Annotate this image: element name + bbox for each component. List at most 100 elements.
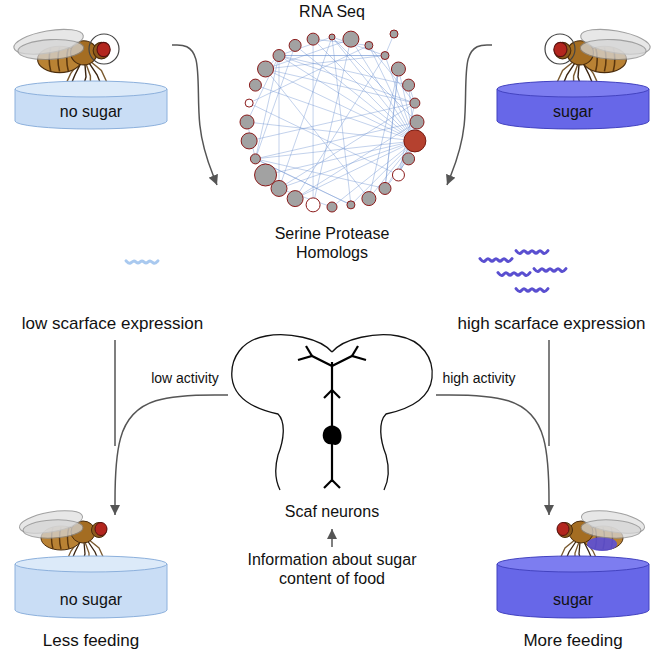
- network-link: [279, 55, 385, 56]
- brain-contour: [332, 335, 432, 490]
- network-gene: [403, 153, 415, 165]
- node-text: Scaf neurons: [285, 502, 379, 521]
- node-text: Serine Protease Homologs: [247, 224, 417, 262]
- network-gene: [249, 79, 261, 91]
- neuron-cluster: [323, 426, 342, 445]
- mrna-squiggle: [480, 259, 512, 262]
- fruit-fly: [12, 25, 110, 88]
- network-link: [266, 39, 351, 69]
- network-gene: [245, 99, 253, 107]
- expression-arrow: [114, 340, 116, 446]
- expression-arrow: [548, 340, 550, 446]
- network-link: [279, 37, 332, 188]
- dish-rim: [497, 81, 649, 97]
- annotation-label: Information about sugar content of food: [227, 550, 437, 588]
- network-gene: [347, 201, 355, 209]
- network-link: [279, 37, 332, 56]
- mrna-squiggle: [534, 269, 566, 272]
- network-gene: [306, 198, 320, 212]
- edge-label: low activity: [148, 370, 222, 387]
- network-gene: [250, 154, 260, 164]
- connector-arrow: [172, 45, 217, 185]
- fly-head: [554, 42, 571, 59]
- fly-head: [93, 42, 110, 59]
- network-link: [249, 103, 398, 175]
- annotation-label: high scarface expression: [439, 314, 664, 334]
- dish-node: sugarMore feeding: [492, 515, 654, 655]
- network-node: RNA SeqSerine Protease Homologs: [217, 0, 447, 262]
- neuron-branch: [331, 362, 333, 482]
- mrna-squiggle: [516, 289, 548, 292]
- network-link: [255, 122, 417, 159]
- network-gene: [365, 41, 373, 49]
- brain-outline: [228, 330, 436, 525]
- fly-eye: [557, 523, 569, 536]
- network-link: [351, 141, 415, 205]
- connector-arrow: [436, 395, 549, 515]
- network-gene: [392, 169, 404, 181]
- fly-eye: [554, 42, 567, 56]
- fruit-fly: [554, 25, 652, 88]
- network-link: [279, 141, 415, 189]
- network-gene: [381, 52, 389, 60]
- node-text: More feeding: [523, 631, 622, 651]
- node-text: Less feeding: [43, 631, 139, 651]
- neuron-branch: [324, 390, 332, 398]
- fly-wing: [581, 518, 642, 539]
- mrna-squiggle: [126, 261, 158, 264]
- neuron-branch: [352, 346, 358, 356]
- eye-highlight-circle: [545, 34, 575, 64]
- annotation-label: low scarface expression: [0, 314, 225, 334]
- neuron-branch: [306, 346, 312, 356]
- network-gene: [273, 50, 285, 62]
- network-link: [279, 56, 280, 189]
- connector-arrow: [447, 45, 492, 185]
- net-outline: [217, 0, 447, 262]
- network-link: [332, 37, 351, 205]
- node-text: sugar: [553, 102, 593, 121]
- node-text: no sugar: [60, 102, 122, 121]
- dish-rim: [15, 556, 167, 572]
- dish-node: sugar: [492, 0, 654, 132]
- network-gene: [240, 115, 254, 129]
- network-gene: [379, 182, 391, 194]
- network-link: [255, 56, 279, 159]
- fly-belly: [587, 537, 617, 551]
- dish-node: no sugarLess feeding: [10, 515, 172, 655]
- neuron-branch: [298, 356, 332, 366]
- neuron-branch: [332, 356, 366, 366]
- eye-highlight-circle: [89, 34, 119, 64]
- mrna-squiggle: [516, 251, 548, 254]
- neuron-branch: [324, 480, 332, 488]
- network-gene: [327, 202, 337, 212]
- network-link: [313, 39, 314, 205]
- brain-outline: [232, 335, 432, 490]
- network-link: [313, 39, 351, 205]
- network-gene: [287, 191, 303, 207]
- fly-wing: [23, 518, 84, 539]
- scaf-neurons: [298, 346, 366, 488]
- neuron-branch: [332, 390, 340, 398]
- network-gene: [362, 192, 376, 206]
- fruit-fly: [18, 507, 107, 564]
- network-gene: [391, 62, 405, 76]
- connector-arrow: [115, 395, 228, 515]
- neuron-branch: [332, 480, 340, 488]
- network-gene: [404, 130, 426, 152]
- network-gene: [410, 98, 420, 108]
- network-gene: [390, 30, 398, 38]
- node-text: RNA Seq: [299, 2, 365, 21]
- mrna-squiggle: [498, 273, 530, 276]
- node-text: sugar: [553, 590, 593, 609]
- fly-eye: [95, 523, 107, 536]
- dish-node: no sugar: [10, 0, 172, 132]
- network-gene: [255, 164, 277, 186]
- network-link: [266, 69, 415, 141]
- network-link: [247, 56, 279, 122]
- dish-rim: [15, 81, 167, 97]
- network-gene: [258, 61, 274, 77]
- fruit-fly: [557, 507, 646, 564]
- network-link: [332, 37, 417, 122]
- fly-head: [92, 523, 107, 538]
